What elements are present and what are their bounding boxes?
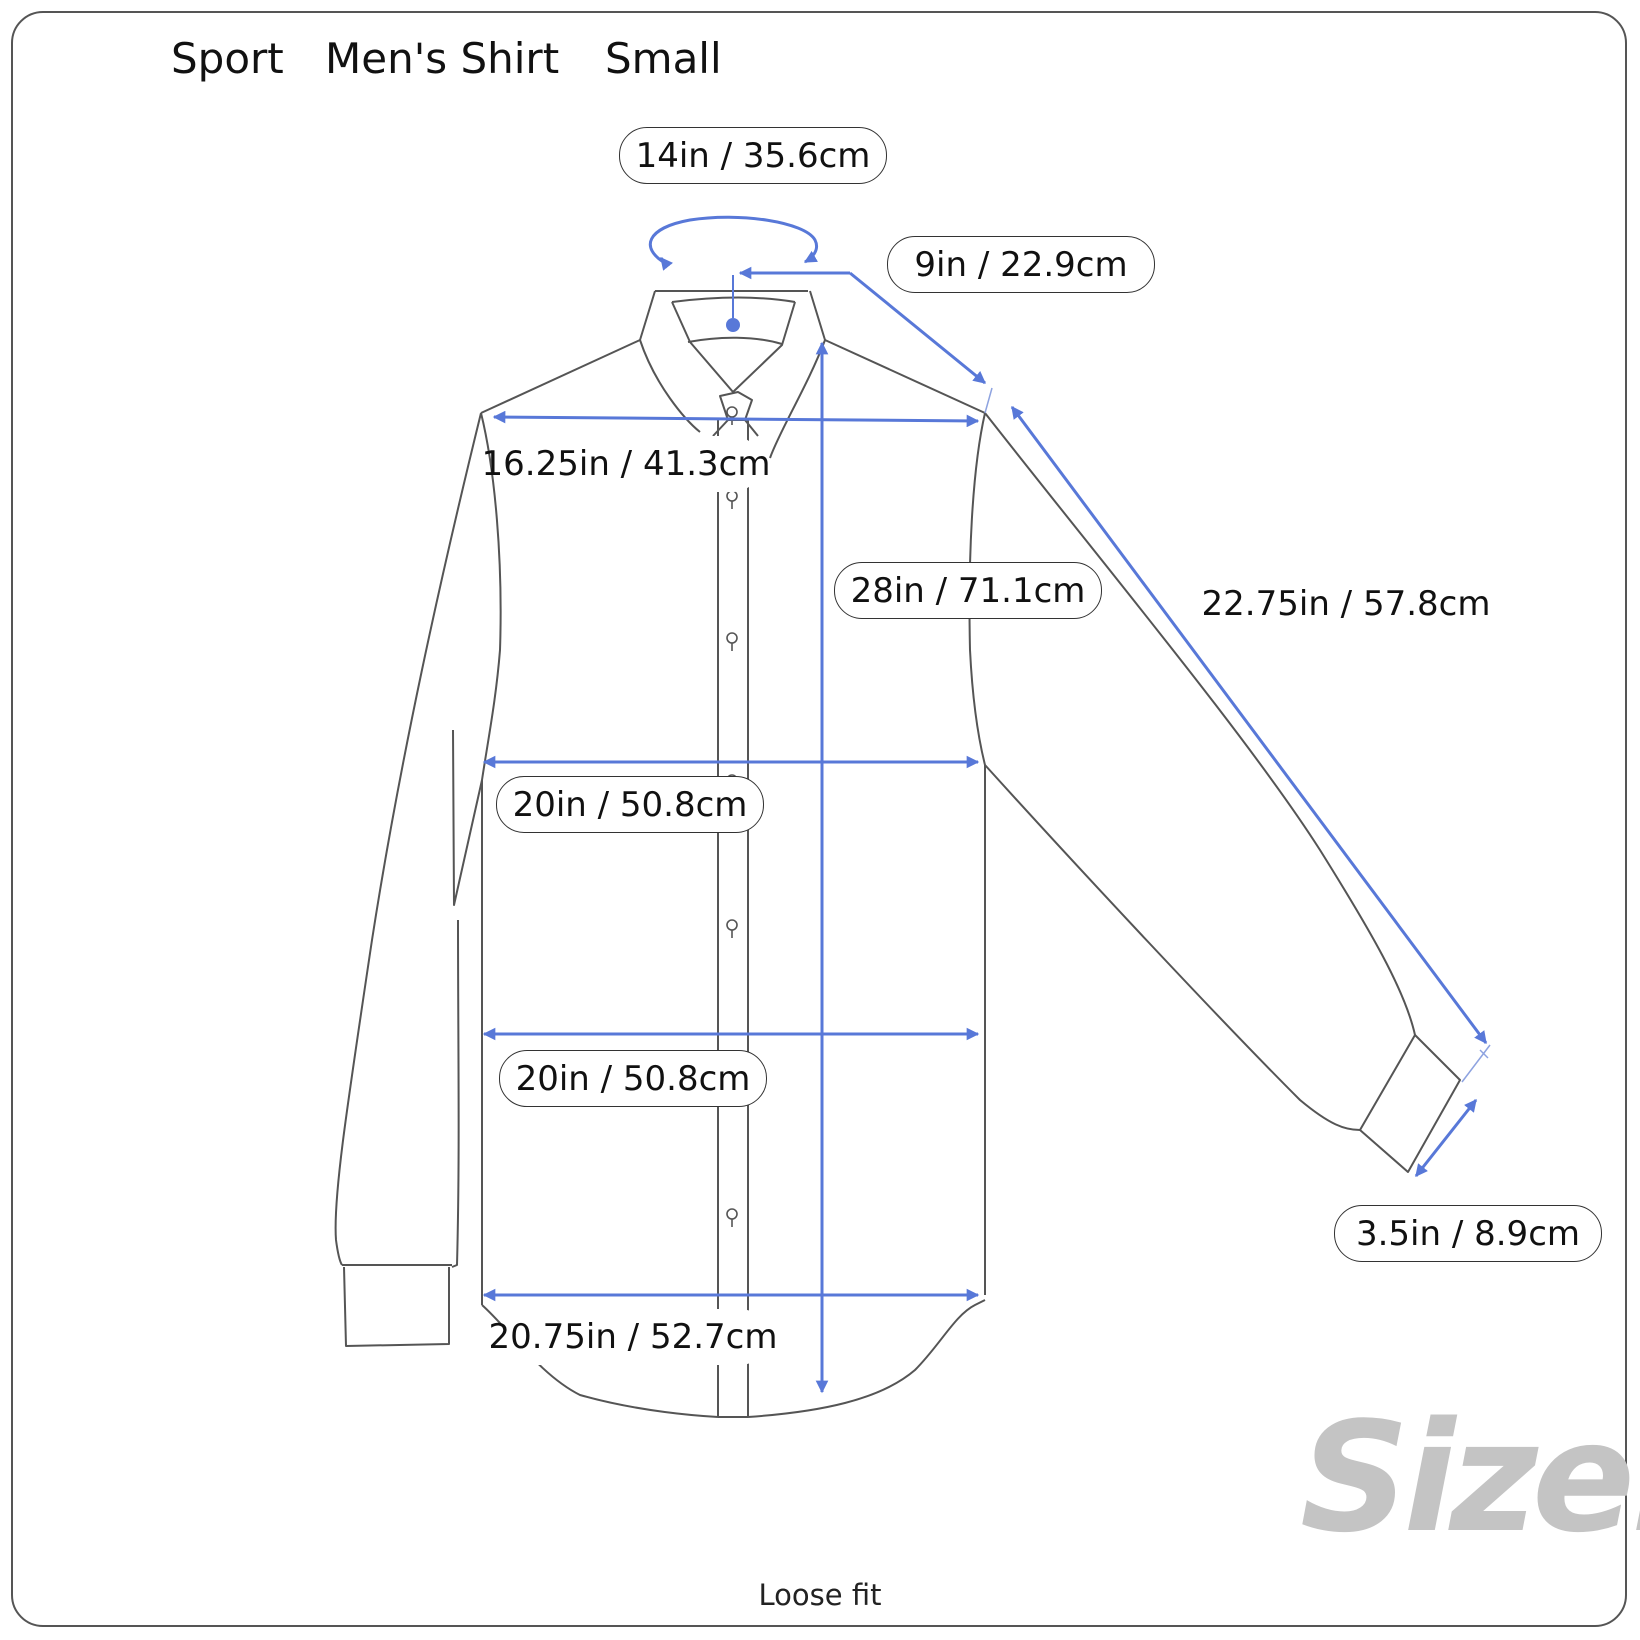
sleeve-arrow bbox=[1010, 405, 1488, 1045]
length-label: 28in / 71.1cm bbox=[834, 562, 1102, 619]
logo-text: Size.ly bbox=[1300, 1389, 1640, 1566]
chest-arrow bbox=[492, 410, 980, 428]
neck-arrow bbox=[648, 215, 819, 265]
size-label: Small bbox=[605, 34, 722, 83]
category-label: Sport bbox=[171, 34, 284, 83]
cuff-arrow bbox=[1414, 1099, 1478, 1177]
sleeve-label: 22.75in / 57.8cm bbox=[1202, 576, 1490, 632]
neck-label: 14in / 35.6cm bbox=[619, 127, 887, 184]
measure-arrows bbox=[482, 215, 1488, 1394]
chart-frame bbox=[11, 11, 1627, 1627]
measure-ticks bbox=[984, 387, 1491, 1083]
fit-label: Loose fit bbox=[758, 1578, 882, 1612]
waist-label: 20in / 50.8cm bbox=[496, 776, 764, 833]
shoulder-arrow-b bbox=[849, 271, 986, 385]
hem-label: 20.75in / 52.7cm bbox=[489, 1309, 777, 1365]
hip-label: 20in / 50.8cm bbox=[499, 1050, 767, 1107]
product-label: Men's Shirt bbox=[325, 34, 560, 83]
chest-label: 16.25in / 41.3cm bbox=[482, 436, 770, 492]
cuff-label: 3.5in / 8.9cm bbox=[1334, 1205, 1602, 1262]
neck-point bbox=[726, 318, 740, 332]
sizely-logo: Size.ly bbox=[1300, 1389, 1640, 1566]
shoulder-label: 9in / 22.9cm bbox=[887, 236, 1155, 293]
